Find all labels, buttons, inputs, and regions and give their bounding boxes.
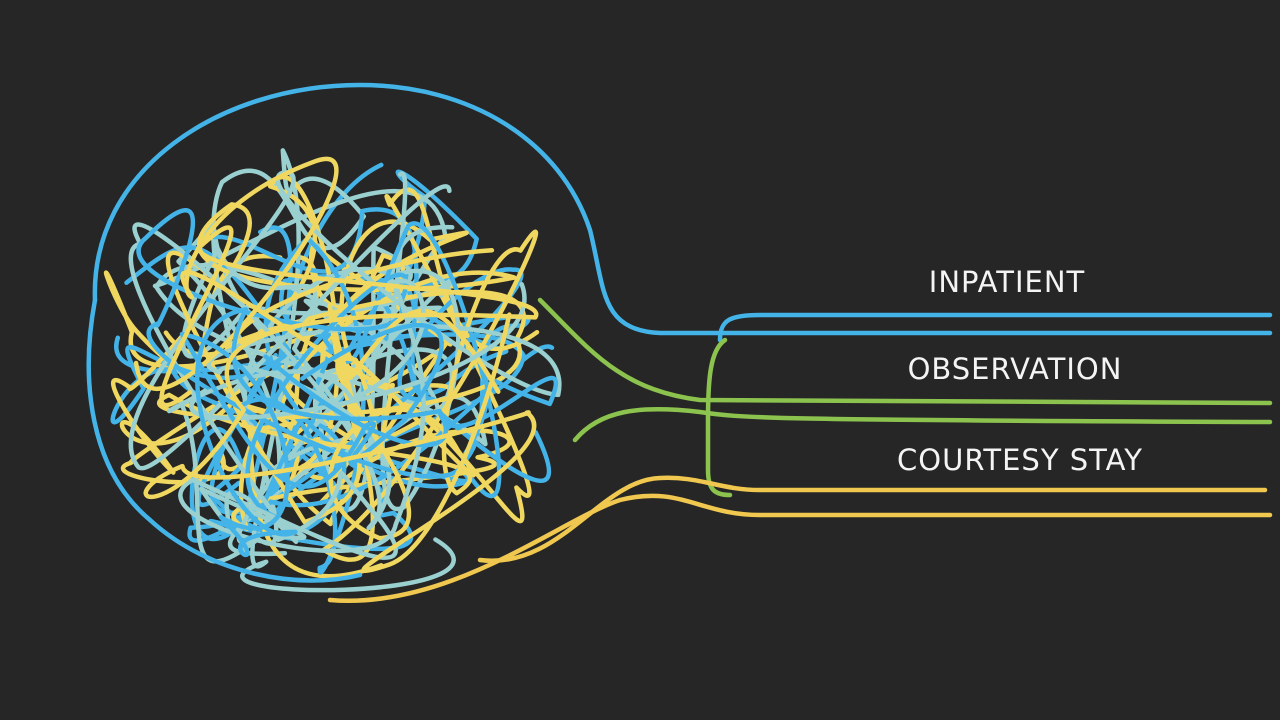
outer-loop-wire (92, 82, 1273, 336)
observation-wire-lower (572, 406, 1273, 443)
lane-wires (327, 297, 1273, 604)
tangle-strand (133, 156, 501, 541)
observation-wire-upper (537, 297, 1273, 406)
outer-blue-loop (86, 82, 1273, 583)
tangle-strand (179, 307, 448, 558)
courtesy-wire-upper (477, 475, 1268, 563)
lane-label-inpatient: INPATIENT (928, 265, 1086, 299)
courtesy-wire-lower (327, 493, 1273, 604)
observation-bracket (705, 337, 733, 498)
inpatient-wire-upper (717, 312, 1273, 343)
tangle-strand (143, 225, 539, 573)
tangle-cluster (103, 148, 562, 593)
lane-label-observation: OBSERVATION (907, 352, 1123, 386)
lane-label-courtesy: COURTESY STAY (897, 443, 1143, 477)
outer-loop-wire (86, 297, 363, 583)
tangle-strand (166, 278, 527, 560)
